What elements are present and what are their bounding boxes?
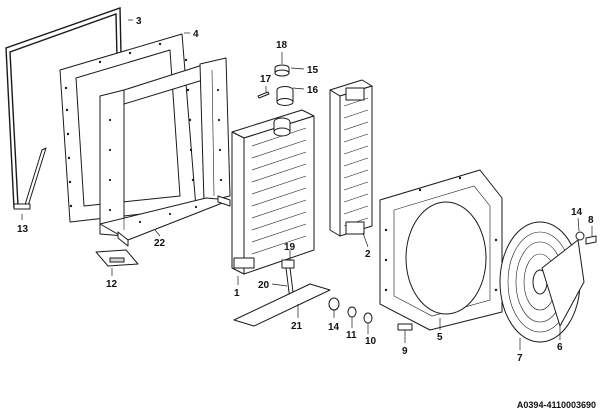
callout-1: 1 (234, 288, 240, 299)
part-1-radiator (231, 109, 315, 275)
part-10-washer (347, 306, 357, 318)
callout-17: 17 (260, 74, 272, 85)
callout-19: 19 (284, 242, 296, 253)
callout-9: 10 (365, 336, 377, 347)
part-6-guard-segment (541, 239, 585, 327)
callout-10: 11 (346, 330, 357, 341)
callout-labels: 3 4 13 22 12 1 2 18 15 16 17 19 20 21 14… (17, 16, 594, 364)
part-9-nut (363, 312, 373, 324)
part-12-bracket (13, 147, 47, 210)
callout-11: 12 (106, 279, 118, 290)
part-11-plate (95, 249, 139, 267)
part-8-bolt-lower (397, 323, 413, 331)
callout-5: 5 (437, 332, 443, 343)
part-16-neck (276, 86, 294, 106)
callout-18: 18 (276, 40, 288, 51)
drawing-reference-code: A0394-4110003690 (516, 400, 596, 410)
callout-15: 15 (307, 65, 319, 76)
callout-2: 2 (365, 249, 371, 260)
callout-4: 4 (193, 29, 199, 40)
part-4-gasket-frame (59, 33, 197, 223)
callout-16: 16 (307, 85, 319, 96)
part-21-frame (99, 57, 231, 247)
callout-3: 3 (136, 16, 142, 27)
part-5-fan-shroud (379, 169, 503, 331)
callout-13: 14 (571, 207, 583, 218)
part-17-pin (257, 91, 270, 99)
callout-14: 14 (328, 322, 340, 333)
callout-8-upper: 8 (588, 215, 594, 226)
part-18-cap (274, 64, 290, 77)
part-19-drain-valve (281, 259, 295, 269)
part-14-washer (328, 297, 340, 311)
part-2-oil-cooler (329, 79, 373, 237)
part-8-bolt-upper (585, 235, 597, 245)
callout-7: 7 (517, 353, 523, 364)
callout-12: 13 (17, 224, 29, 235)
part-13-bolt (575, 231, 585, 241)
callout-8-lower: 9 (402, 346, 408, 357)
part-22-cover-plate (233, 283, 331, 327)
callout-21: 22 (154, 238, 166, 249)
callout-22: 21 (291, 321, 303, 332)
callout-6: 6 (557, 342, 563, 353)
callout-20: 20 (258, 280, 270, 291)
leader-lines (21, 19, 593, 350)
